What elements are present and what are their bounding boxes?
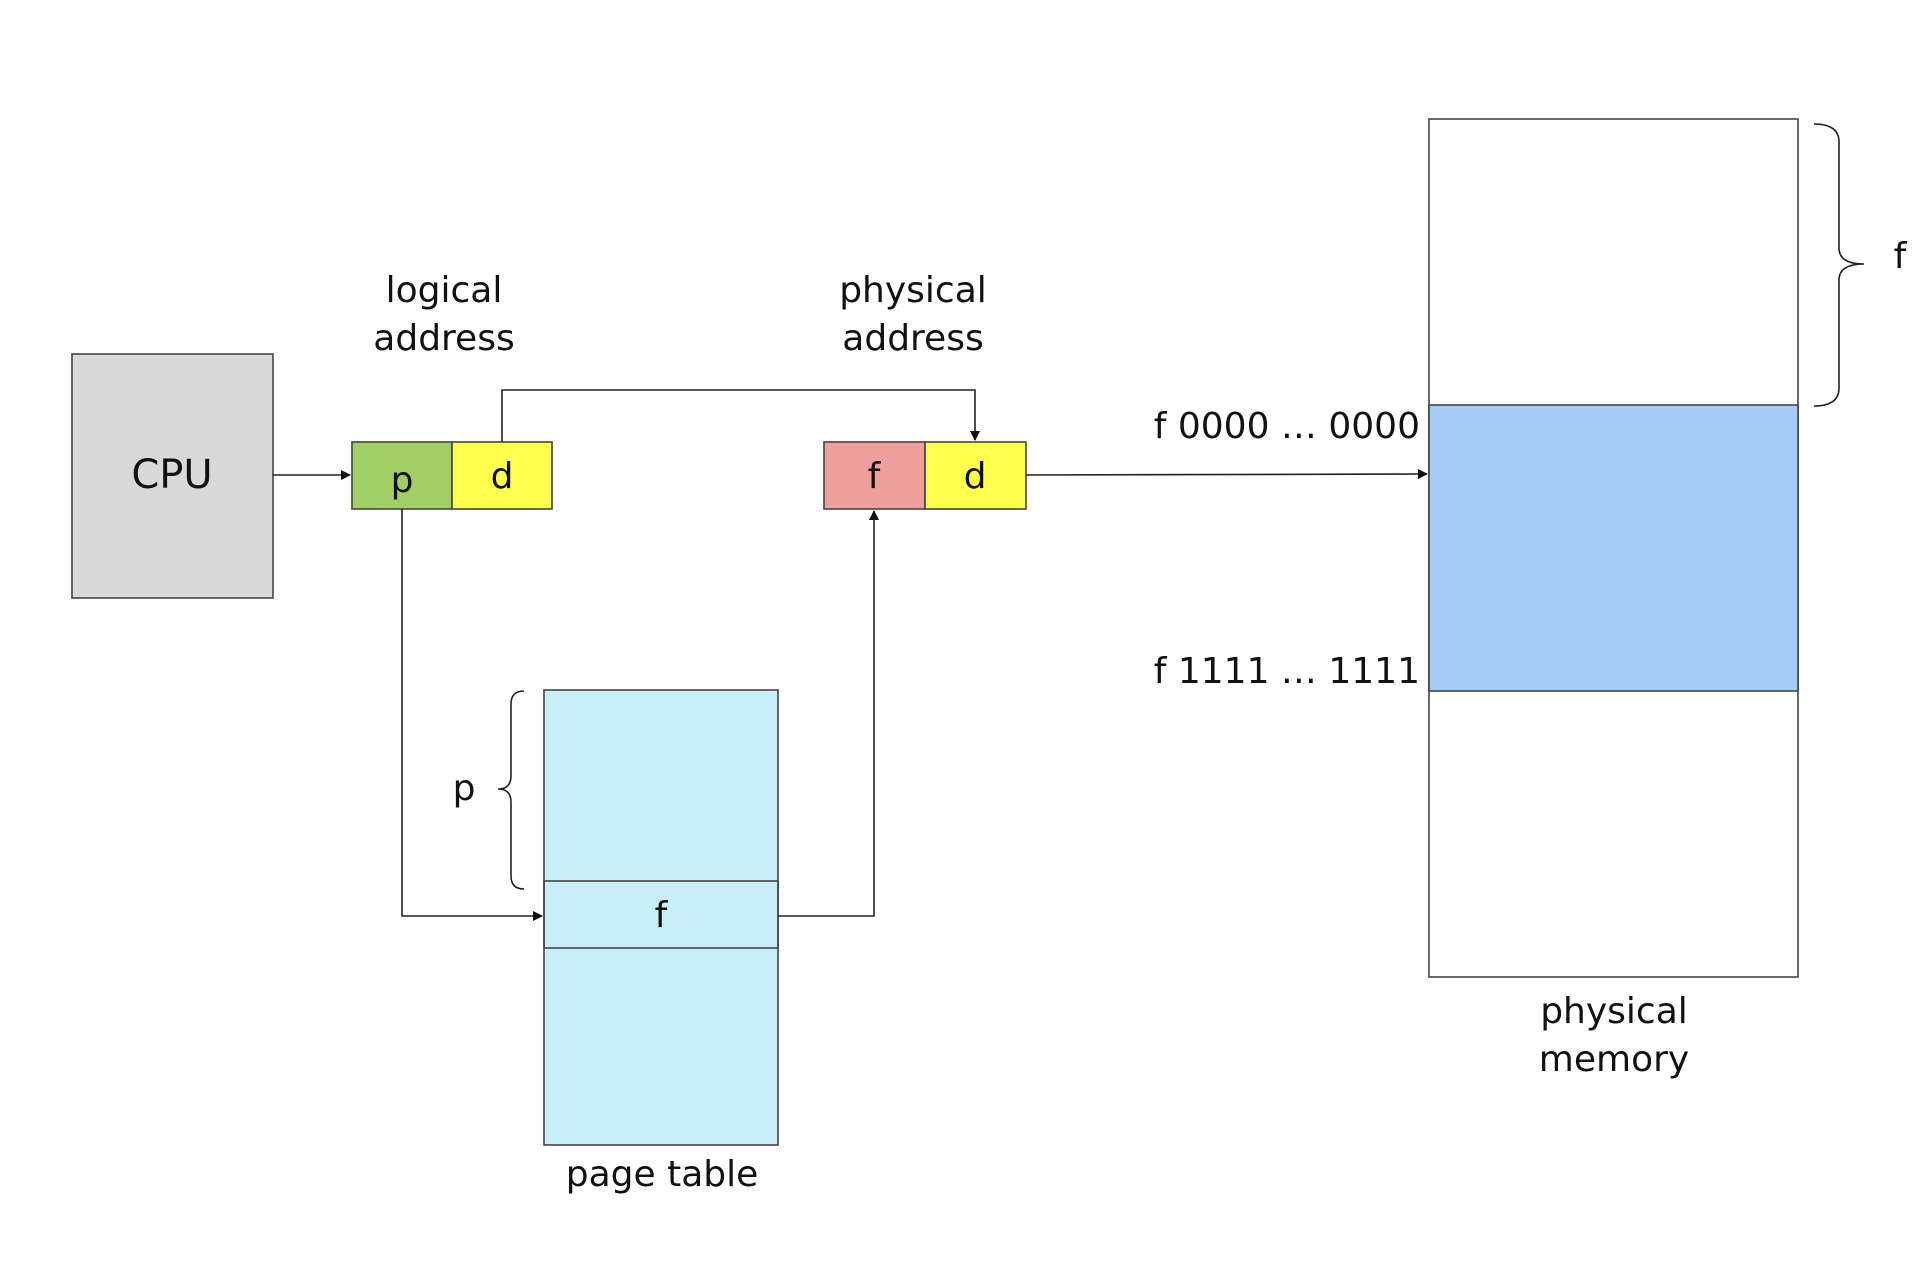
logical-address-label-line1: logical: [386, 270, 503, 311]
physical-d-label: d: [964, 456, 987, 497]
logical-address-label-line2: address: [373, 318, 514, 359]
logical-d-label: d: [491, 456, 514, 497]
physical-address: f d: [823, 441, 1027, 510]
page-table-entry: [543, 880, 779, 949]
logical-address: p d: [351, 441, 553, 510]
cpu-box-body: [71, 353, 274, 599]
frame-end-address: f 1111 … 1111: [1154, 651, 1420, 692]
physical-memory-frame: [1428, 404, 1799, 692]
logical-p-field: [351, 441, 453, 510]
physical-address-label-line1: physical: [839, 270, 987, 311]
physical-memory: [1428, 118, 1799, 978]
physical-address-label-line2: address: [842, 318, 983, 359]
physical-memory-caption-line1: physical: [1540, 991, 1688, 1032]
cpu-label: CPU: [131, 452, 212, 498]
arrow-physical-to-memory: [1025, 469, 1428, 480]
page-table-caption: page table: [566, 1154, 759, 1195]
page-table-entry-label: f: [655, 895, 669, 936]
page-table-index-label: p: [453, 768, 476, 809]
page-table-body: [543, 689, 779, 1146]
page-table: f: [543, 689, 779, 1146]
cpu-box: CPU: [71, 353, 274, 599]
frame-start-address: f 0000 … 0000: [1154, 406, 1420, 447]
logical-p-label: p: [391, 460, 414, 501]
arrow-offset-copy: [501, 389, 980, 442]
arrow-page-lookup: [401, 509, 543, 921]
physical-d-field: [924, 441, 1027, 510]
page-table-index-brace: [497, 690, 525, 890]
frame-number-label: f: [1894, 236, 1908, 277]
frame-number-brace: [1813, 123, 1865, 407]
physical-f-label: f: [868, 456, 882, 497]
arrow-frame-number: [778, 510, 879, 917]
physical-memory-caption-line2: memory: [1539, 1039, 1689, 1080]
